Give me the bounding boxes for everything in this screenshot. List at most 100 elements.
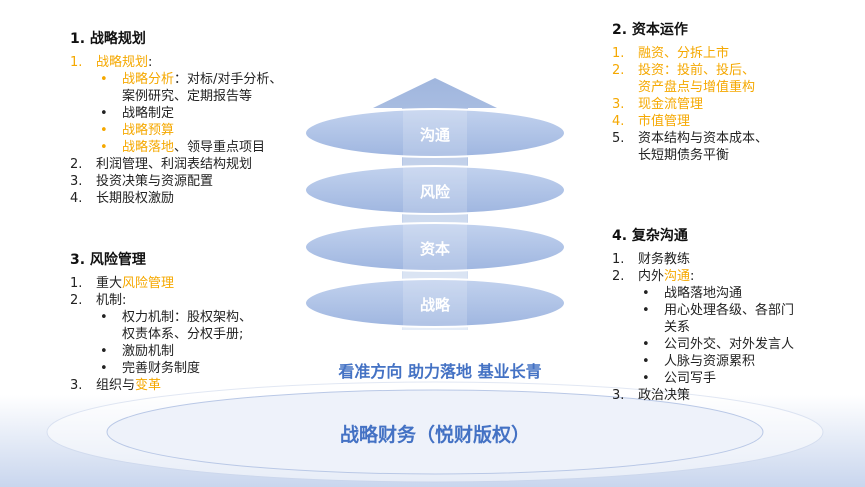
- layer-label-strategy: 战略: [419, 296, 450, 314]
- list-item: 5.资本结构与资本成本、: [612, 130, 768, 147]
- layer-label-risk: 风险: [419, 183, 450, 201]
- sub-list-item: • 战略落地沟通: [612, 285, 794, 302]
- list-text: 财务教练: [638, 251, 690, 268]
- list-number: 4.: [70, 191, 83, 206]
- bullet-dot: •: [100, 344, 108, 359]
- list-text: 现金流管理: [638, 96, 703, 113]
- sub-list-item: • 公司外交、对外发言人: [612, 336, 794, 353]
- panel-title: 4. 复杂沟通: [612, 228, 688, 244]
- text-segment: 利润管理、利润表结构规划: [96, 157, 253, 172]
- text-segment: 人脉与资源累积: [664, 354, 756, 369]
- bullet-dot: •: [642, 371, 650, 386]
- text-segment: 长期股权激励: [96, 191, 175, 206]
- sub-list-item: • 公司写手: [612, 370, 794, 387]
- bullet-dot: •: [642, 337, 650, 352]
- list-number: 2.: [70, 157, 83, 172]
- indent: [612, 79, 638, 96]
- sub-list-text: 权力机制：股权架构、: [122, 309, 252, 326]
- text-segment: 完善财务制度: [122, 361, 201, 376]
- layer-disc-risk: [304, 165, 566, 215]
- list-item-continuation: 资产盘点与增值重构: [612, 79, 768, 96]
- text-segment: 战略预算: [122, 123, 175, 138]
- bullet-dot: •: [642, 286, 650, 301]
- sub-list-item: • 完善财务制度: [70, 360, 252, 377]
- text-segment: 战略落地沟通: [664, 286, 743, 301]
- sub-list-text: 用心处理各级、各部门: [664, 302, 794, 319]
- indent: [100, 88, 122, 105]
- text-segment: 激励机制: [122, 344, 175, 359]
- list-text: 投资：投前、投后、: [638, 62, 755, 79]
- sub-list-text: 完善财务制度: [122, 360, 200, 377]
- sub-list-item: • 战略制定: [70, 105, 282, 122]
- list-number: 4.: [612, 114, 625, 129]
- sub-list-text: 公司写手: [664, 370, 716, 387]
- list-text: 政治决策: [638, 387, 690, 404]
- sub-list-continuation: 权责体系、分权手册;: [70, 326, 252, 343]
- sub-list-item: •战略预算: [70, 122, 282, 139]
- sub-list-text: 案例研究、定期报告等: [122, 89, 253, 104]
- text-segment: :: [690, 269, 695, 284]
- sub-list-text: 战略预算: [122, 122, 174, 139]
- text-segment: 用心处理各级、各部门: [664, 303, 795, 318]
- text-segment: 财务教练: [638, 252, 691, 267]
- text-segment: 现金流管理: [638, 97, 704, 112]
- list-text: 市值管理: [638, 113, 690, 130]
- list-text: 长短期债务平衡: [638, 148, 730, 163]
- list-item: 3. 政治决策: [612, 387, 794, 404]
- indent: [642, 319, 664, 336]
- list-item: 1. 战略规划:: [70, 54, 282, 71]
- list-text: 利润管理、利润表结构规划: [96, 156, 252, 173]
- arrow-highlight: [403, 110, 467, 330]
- base-platform: [106, 389, 764, 475]
- list-item: 1.重大风险管理: [70, 275, 252, 292]
- list-text: 投资决策与资源配置: [96, 173, 213, 190]
- text-segment: 内外: [638, 269, 665, 284]
- list-text: 资本结构与资本成本、: [638, 130, 768, 147]
- list-item: 2.投资：投前、投后、: [612, 62, 768, 79]
- text-segment: 市值管理: [638, 114, 691, 129]
- sub-list-text: 战略落地、领导重点项目: [122, 139, 265, 156]
- list-text: 重大风险管理: [96, 275, 174, 292]
- text-segment: 投资：投前、投后、: [638, 63, 756, 78]
- layer-label-communication: 沟通: [419, 126, 450, 144]
- list-item: 3. 投资决策与资源配置: [70, 173, 282, 190]
- bullet-dot: •: [642, 303, 650, 318]
- sub-list-text: 权责体系、分权手册;: [122, 327, 244, 342]
- bullet-dot: •: [100, 361, 108, 376]
- text-segment: 权力机制：股权架构、: [122, 310, 253, 325]
- list-number: 2.: [70, 293, 83, 308]
- sub-list-item: • 激励机制: [70, 343, 252, 360]
- list-number: 3.: [612, 97, 625, 112]
- sub-list-text: 战略制定: [122, 105, 174, 122]
- list-number: 3.: [612, 388, 625, 403]
- list-number: 3.: [70, 174, 83, 189]
- text-segment: 沟通: [664, 269, 691, 284]
- list-item: 2.内外沟通:: [612, 268, 794, 285]
- panel-title: 3. 风险管理: [70, 252, 146, 268]
- list-number: 1.: [612, 252, 625, 267]
- text-segment: 公司外交、对外发言人: [664, 337, 795, 352]
- bullet-dot: •: [100, 140, 108, 155]
- panel-title: 2. 资本运作: [612, 22, 688, 38]
- text-segment: 风险管理: [122, 276, 175, 291]
- sub-list-item: •权力机制：股权架构、: [70, 309, 252, 326]
- text-segment: 战略规划: [96, 55, 149, 70]
- sub-list-item: • 战略落地、领导重点项目: [70, 139, 282, 156]
- sub-list-text: 战略落地沟通: [664, 285, 742, 302]
- text-segment: 战略制定: [122, 106, 175, 121]
- list-number: 1.: [70, 55, 83, 70]
- sub-list-text: 公司外交、对外发言人: [664, 336, 794, 353]
- list-item: 2. 利润管理、利润表结构规划: [70, 156, 282, 173]
- text-segment: 机制:: [96, 293, 127, 308]
- list-item: 4. 市值管理: [612, 113, 768, 130]
- text-segment: 公司写手: [664, 371, 717, 386]
- sub-list-text: 战略分析：对标/对手分析、: [122, 71, 282, 88]
- bullet-dot: •: [100, 106, 108, 121]
- list-item: 4. 长期股权激励: [70, 190, 282, 207]
- list-item: 3. 现金流管理: [612, 96, 768, 113]
- list-text: 战略规划:: [96, 54, 152, 71]
- list-item: 1.融资、分拆上市: [612, 45, 768, 62]
- list-text: 机制:: [96, 292, 126, 309]
